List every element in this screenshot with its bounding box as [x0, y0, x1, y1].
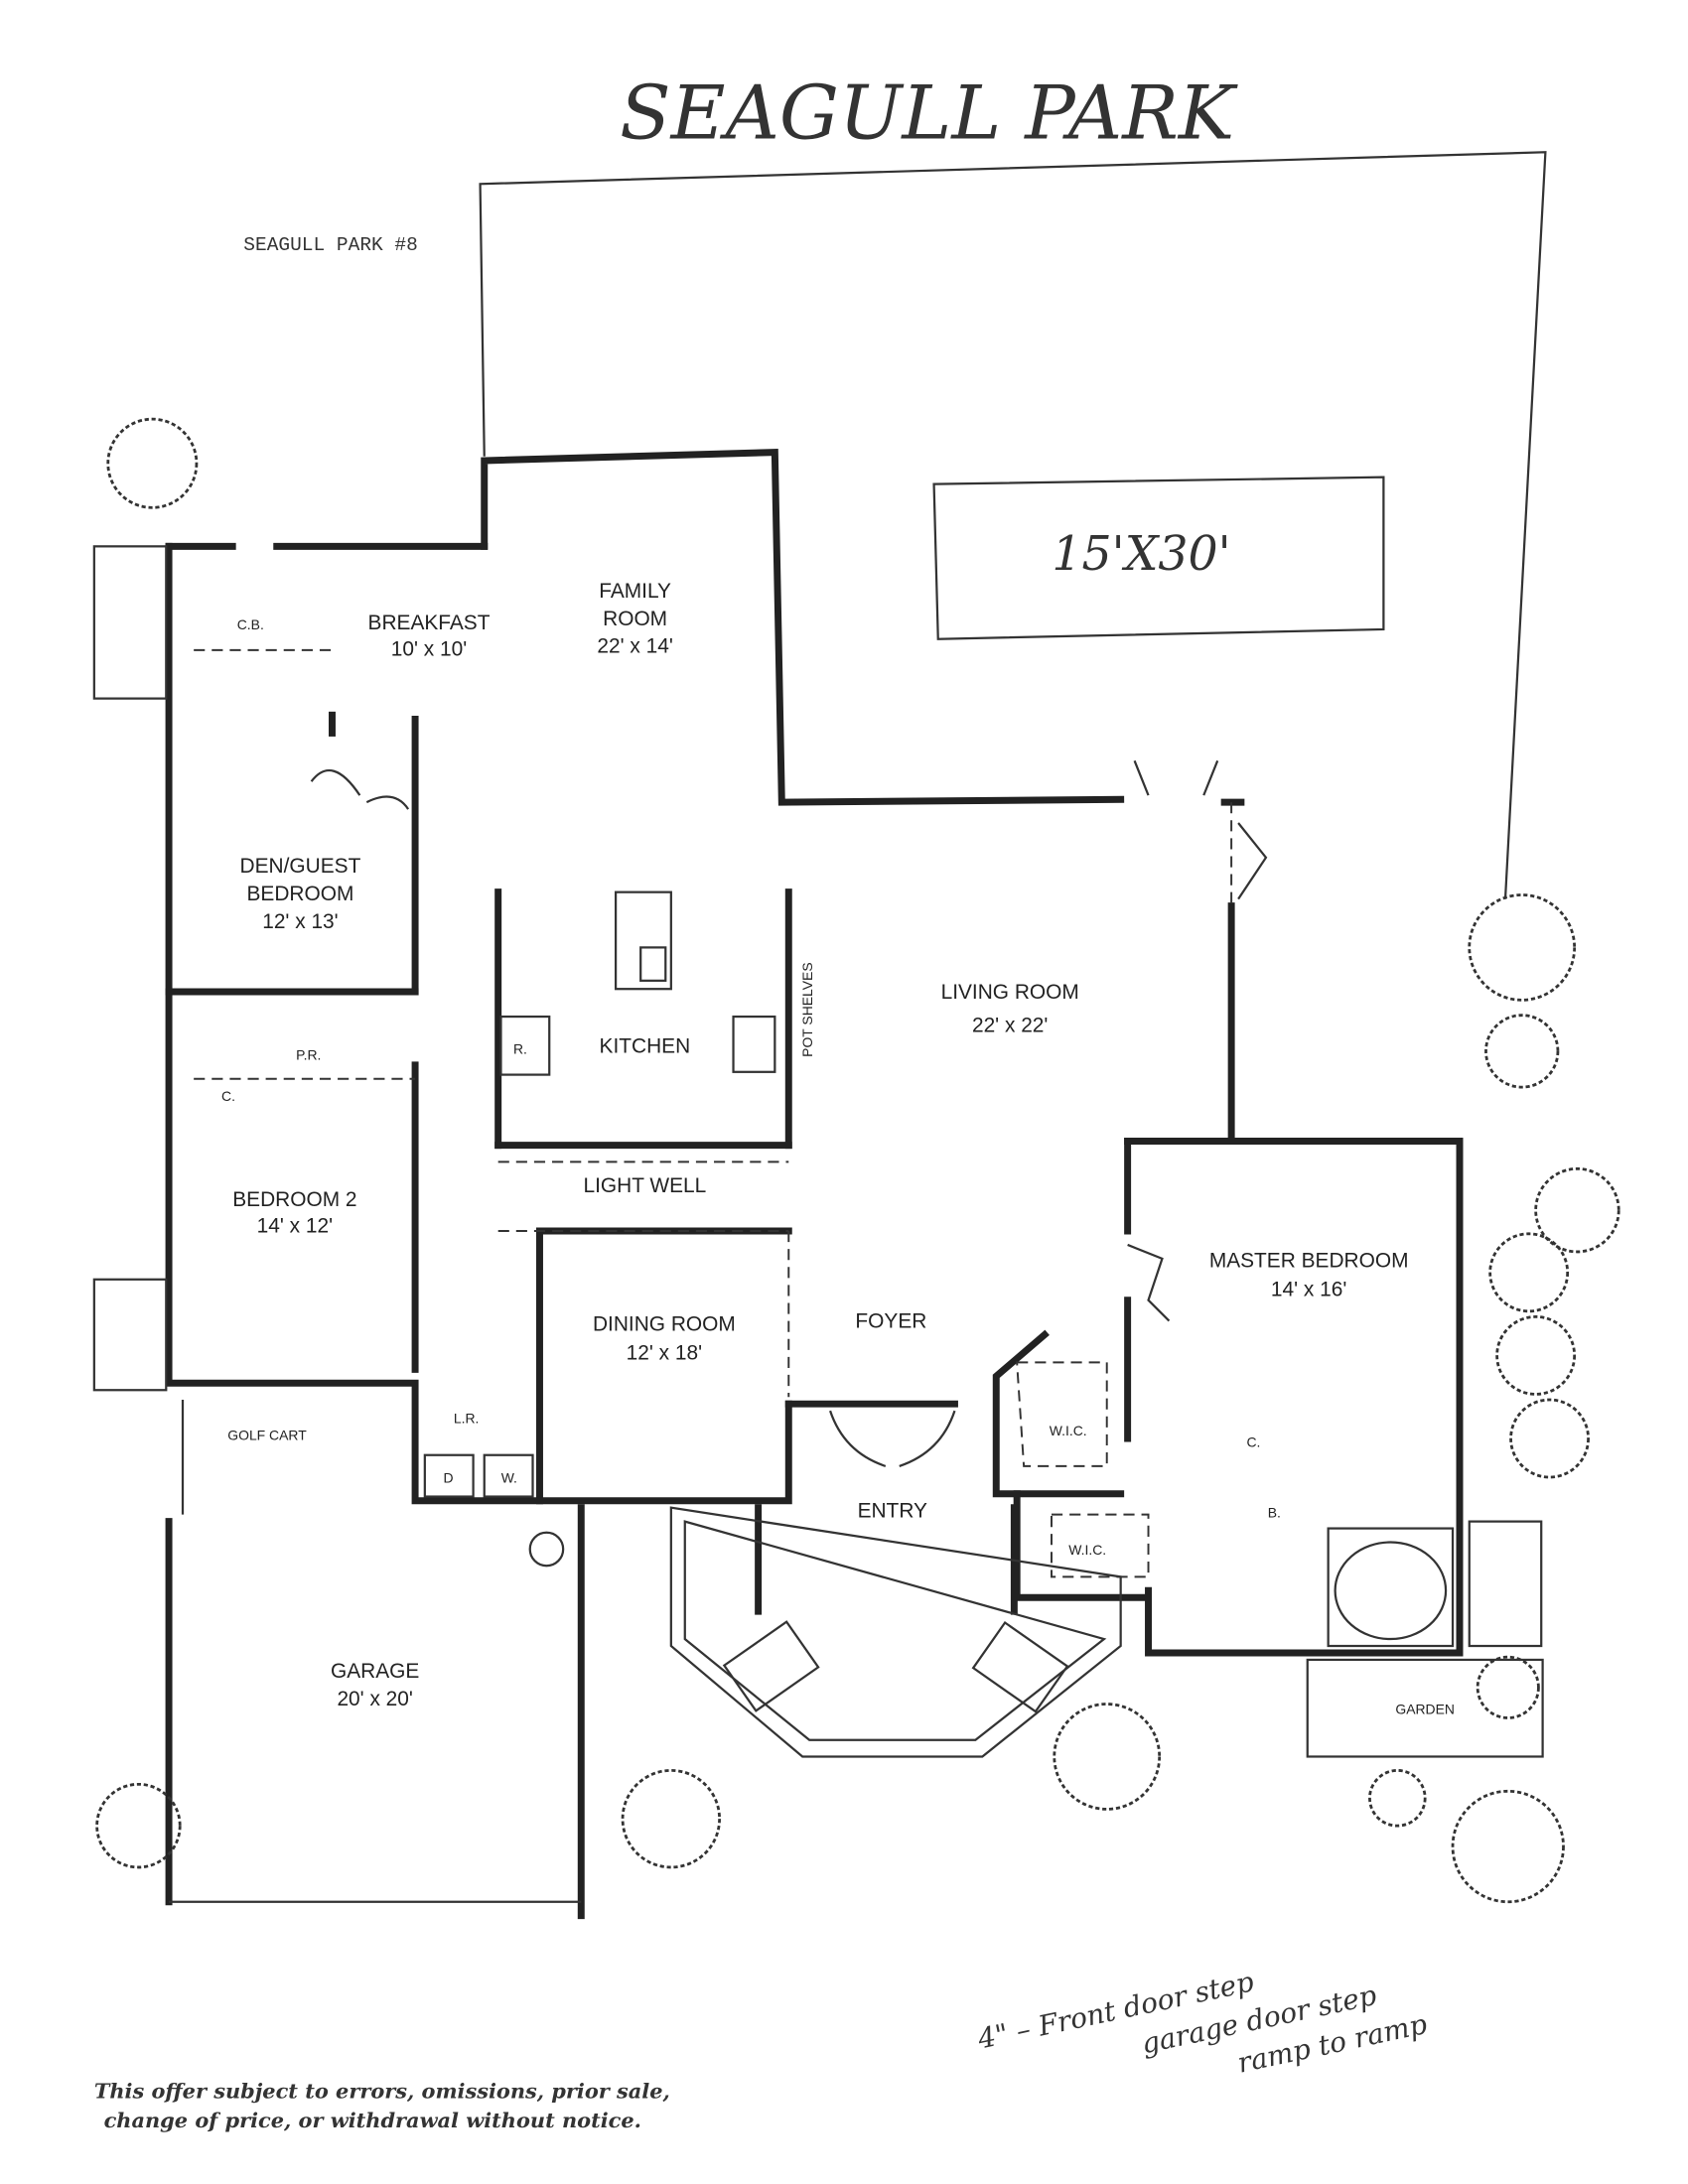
den-label-2: BEDROOM	[247, 883, 354, 905]
handwritten-notes: 4" – Front door step garage door step ra…	[974, 1965, 1430, 2079]
handwritten-title: SEAGULL PARK	[620, 68, 1238, 156]
pool: 15'X30'	[932, 476, 1385, 640]
family-room-size: 22' x 14'	[597, 635, 672, 658]
living-room-size: 22' x 22'	[972, 1014, 1048, 1036]
breakfast-size: 10' x 10'	[391, 637, 467, 660]
master-bath-label: B.	[1268, 1504, 1281, 1520]
family-room-label-2: ROOM	[603, 608, 667, 630]
den-size: 12' x 13'	[262, 910, 338, 933]
foyer-label: FOYER	[855, 1310, 926, 1333]
golf-cart-label: GOLF CART	[227, 1427, 307, 1442]
living-room-label: LIVING ROOM	[941, 981, 1079, 1004]
pot-shelves-label: POT SHELVES	[799, 962, 815, 1056]
room-labels: FAMILY ROOM 22' x 14' BREAKFAST 10' x 10…	[227, 580, 1455, 1716]
den-label: DEN/GUEST	[240, 855, 361, 878]
small-labels: C.B. R. POT SHELVES P.R. C. L.R. D W. W.…	[221, 616, 1281, 1558]
kitchen-label: KITCHEN	[600, 1034, 691, 1057]
powder-room-label: P.R.	[296, 1046, 321, 1062]
closet-label: C.	[221, 1088, 235, 1104]
refrigerator-label: R.	[513, 1041, 527, 1057]
plan-label: SEAGULL PARK #8	[243, 234, 418, 256]
garden-label: GARDEN	[1395, 1701, 1455, 1716]
master-bedroom-label: MASTER BEDROOM	[1209, 1249, 1409, 1272]
family-room-label: FAMILY	[599, 580, 671, 603]
walls	[165, 449, 1464, 1920]
lot-boundary	[479, 151, 1547, 899]
dining-room-label: DINING ROOM	[593, 1312, 736, 1335]
bedroom2-label: BEDROOM 2	[232, 1188, 356, 1211]
bedroom2-size: 14' x 12'	[257, 1214, 333, 1237]
disclaimer-line-2: change of price, or withdrawal without n…	[104, 2108, 641, 2132]
garage-label: GARAGE	[331, 1660, 419, 1683]
plan-details	[92, 545, 1544, 1903]
washer-label: W.	[501, 1470, 517, 1486]
dining-room-size: 12' x 18'	[627, 1342, 702, 1365]
dryer-label: D	[443, 1470, 453, 1486]
breakfast-label: BREAKFAST	[368, 612, 491, 634]
cb-label: C.B.	[237, 616, 264, 632]
light-well-label: LIGHT WELL	[583, 1174, 706, 1197]
master-closet-label: C.	[1246, 1433, 1260, 1449]
wic-label-1: W.I.C.	[1050, 1423, 1087, 1438]
garage-size: 20' x 20'	[337, 1688, 412, 1710]
disclaimer-line-1: This offer subject to errors, omissions,…	[94, 2079, 670, 2104]
wic-label-2: W.I.C.	[1068, 1542, 1106, 1558]
laundry-room-label: L.R.	[454, 1411, 480, 1427]
pool-size: 15'X30'	[1052, 527, 1230, 582]
landscaping-trees	[95, 417, 1620, 1904]
entry-label: ENTRY	[858, 1499, 927, 1522]
master-bedroom-size: 14' x 16'	[1271, 1279, 1346, 1301]
